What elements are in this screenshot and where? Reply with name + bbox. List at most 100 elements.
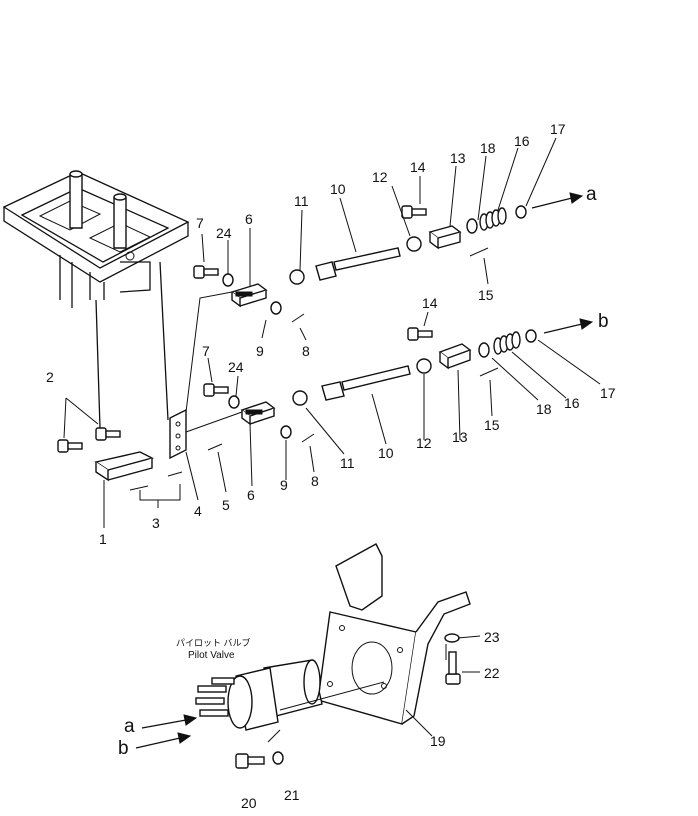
callout-13-lower: 13 [452, 429, 468, 445]
connector-a-top: a [586, 184, 597, 205]
part-14-bolt-lower [407, 327, 433, 341]
part-15-pin-lower [479, 367, 499, 377]
part-1-clevis [94, 451, 154, 482]
lever-base-plate [2, 171, 190, 308]
part-11-nut-upper [289, 269, 305, 285]
part-3-pins [129, 471, 183, 491]
part-5-pin [207, 443, 223, 451]
part-7-bolt-upper [193, 265, 219, 279]
bolt-line-20 [267, 729, 281, 743]
link-line-left [95, 299, 101, 429]
part-13-yoke-upper [428, 225, 462, 250]
callout-24-lower: 24 [228, 359, 244, 375]
caption-english: Pilot Valve [188, 650, 235, 661]
callout-12-upper: 12 [372, 169, 388, 185]
caption-japanese: パイロット バルブ [176, 637, 251, 648]
callout-7-upper: 7 [196, 215, 204, 231]
callout-2: 2 [46, 369, 54, 385]
valve-mount-line [279, 681, 385, 711]
arrow-to-b [543, 318, 594, 334]
callout-21: 21 [284, 787, 300, 803]
part-2-bolts [57, 427, 121, 453]
part-12-nut-lower [416, 358, 432, 374]
link-line-right [159, 261, 169, 421]
part-8-pin-lower [301, 433, 315, 443]
part-7-bolt-lower [203, 383, 229, 397]
arrow-b-inlet [135, 732, 192, 749]
callout-3: 3 [152, 515, 160, 531]
callout-20: 20 [241, 795, 257, 811]
part-16-spring-lower [493, 331, 521, 355]
part-14-bolt-upper [401, 205, 427, 219]
leader-lines [63, 137, 601, 737]
callout-14-lower: 14 [422, 295, 438, 311]
callout-24-upper: 24 [216, 225, 232, 241]
part-19-bracket [317, 543, 471, 725]
part-10-rod-upper [315, 247, 401, 281]
part-22-bolt [445, 651, 461, 685]
part-24-washer-lower [228, 395, 240, 409]
callout-14-upper: 14 [410, 159, 426, 175]
callout-6-lower: 6 [247, 487, 255, 503]
connector-a-bottom: a [124, 716, 135, 737]
callout-16-upper: 16 [514, 133, 530, 149]
callout-17-upper: 17 [550, 121, 566, 137]
callout-8-upper: 8 [302, 343, 310, 359]
callout-23: 23 [484, 629, 500, 645]
callout-15-upper: 15 [478, 287, 494, 303]
part-9-washer-upper [270, 301, 282, 315]
callout-5: 5 [222, 497, 230, 513]
callout-7-lower: 7 [202, 343, 210, 359]
part-9-washer-lower [280, 425, 292, 439]
part-18-washer-lower [478, 342, 490, 358]
callout-17-lower: 17 [600, 385, 616, 401]
part-4-plate [169, 408, 187, 460]
part-11-nut-lower [292, 390, 308, 406]
part-20-bolt [235, 753, 265, 769]
callout-19: 19 [430, 733, 446, 749]
part-23-washer [444, 633, 460, 643]
part-15-pin-upper [469, 247, 489, 257]
callout-11-lower: 11 [340, 455, 355, 471]
pilot-valve [195, 659, 323, 731]
callout-18-upper: 18 [480, 140, 496, 156]
part-16-spring-upper [479, 207, 507, 231]
callout-12-lower: 12 [416, 435, 432, 451]
callout-10-lower: 10 [378, 445, 394, 461]
callout-9-lower: 9 [280, 477, 288, 493]
callout-9-upper: 9 [256, 343, 264, 359]
callout-15-lower: 15 [484, 417, 500, 433]
callout-18-lower: 18 [536, 401, 552, 417]
part-6-clevis-upper [230, 283, 268, 308]
callout-4: 4 [194, 503, 202, 519]
callout-6-upper: 6 [245, 211, 253, 227]
part-17-washer-lower [525, 329, 537, 343]
connector-b-top: b [598, 311, 609, 332]
lever-shaft-right [113, 193, 127, 249]
part-12-nut-upper [406, 236, 422, 252]
arrow-to-a [531, 192, 584, 209]
part-13-yoke-lower [438, 343, 472, 370]
link-line-lower-rod [185, 411, 243, 433]
callout-16-lower: 16 [564, 395, 580, 411]
callout-8-lower: 8 [311, 473, 319, 489]
callout-numbers: 2 1 3 4 5 7 24 6 9 8 11 10 12 14 13 18 1… [46, 121, 616, 811]
arrow-a-inlet [141, 714, 198, 729]
part-18-washer-upper [466, 218, 478, 234]
part-17-washer-upper [515, 205, 527, 219]
part-24-washer-upper [222, 273, 234, 287]
callout-13-upper: 13 [450, 150, 466, 166]
part-10-rod-lower [321, 365, 411, 401]
connector-b-bottom: b [118, 738, 129, 759]
callout-22: 22 [484, 665, 500, 681]
callout-1: 1 [99, 531, 107, 547]
lever-shaft-left [69, 170, 83, 229]
part-6-clevis-lower [240, 401, 276, 426]
part-21-washer [272, 751, 284, 765]
link-line-upper-rod [185, 291, 233, 413]
callout-11-upper: 11 [294, 193, 309, 209]
callout-10-upper: 10 [330, 181, 346, 197]
part-8-pin-upper [291, 313, 305, 323]
